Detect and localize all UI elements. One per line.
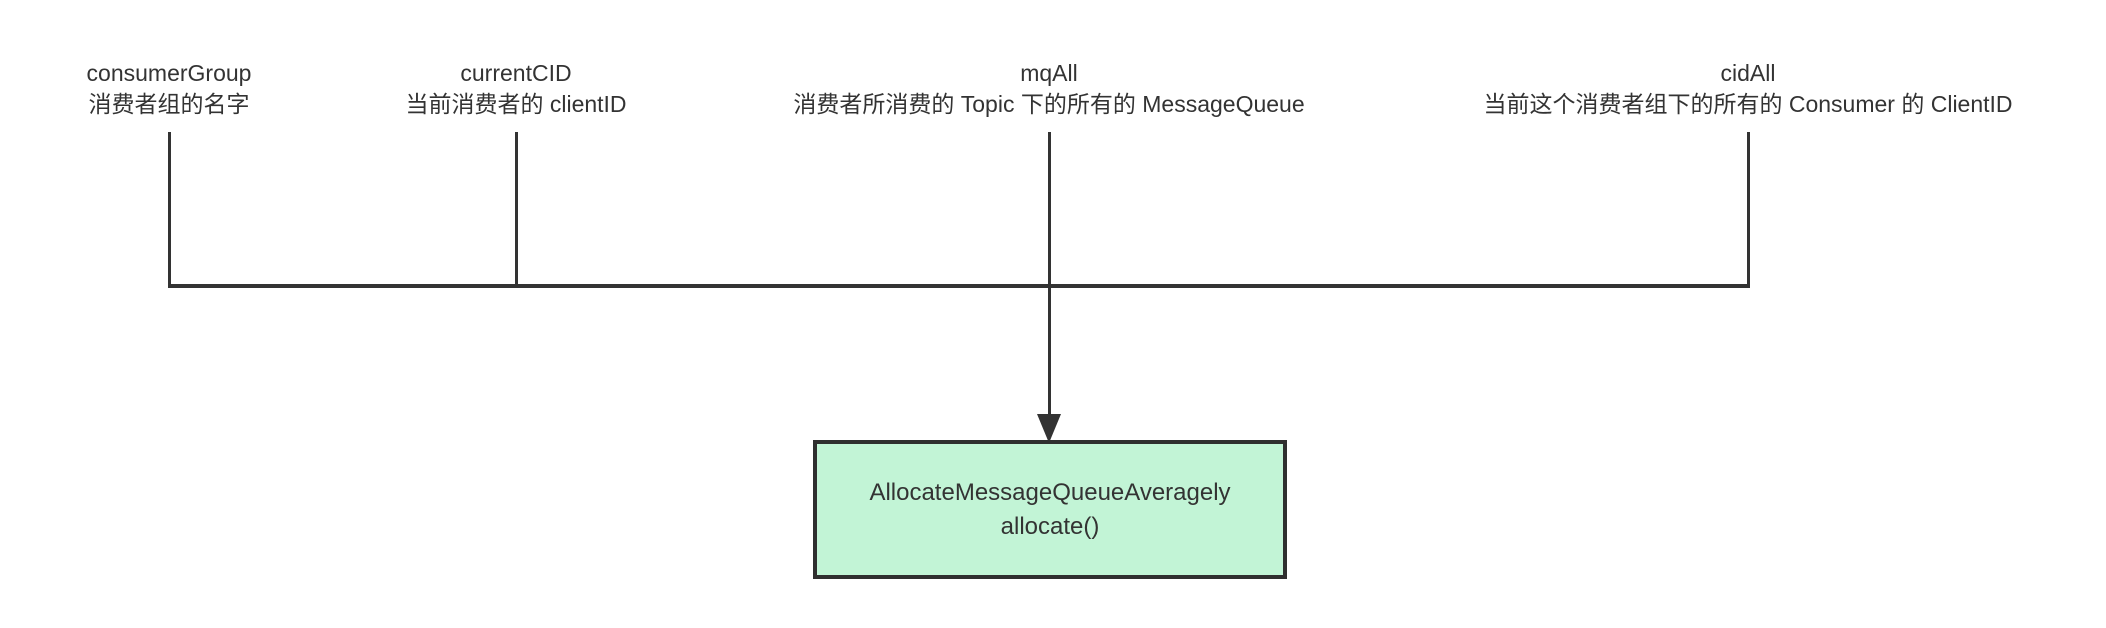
param-label-mqall: mqAll 消费者所消费的 Topic 下的所有的 MessageQueue (793, 58, 1304, 120)
param-desc-currentcid: 当前消费者的 clientID (405, 91, 627, 117)
param-label-currentcid: currentCID 当前消费者的 clientID (405, 58, 626, 120)
arrowhead-down-icon (1037, 414, 1061, 443)
connector-cidall (1746, 132, 1750, 286)
param-name-consumergroup: consumerGroup (86, 60, 252, 86)
connector-bus (167, 284, 1750, 288)
param-desc-mqall: 消费者所消费的 Topic 下的所有的 MessageQueue (793, 91, 1305, 117)
arrow-stem (1047, 288, 1051, 416)
param-name-cidall: cidAll (1720, 60, 1776, 86)
param-desc-consumergroup: 消费者组的名字 (88, 91, 250, 117)
param-desc-cidall: 当前这个消费者组下的所有的 Consumer 的 ClientID (1483, 91, 2013, 117)
connector-consumergroup (167, 132, 171, 286)
allocate-box-class-name: AllocateMessageQueueAveragely (869, 478, 1231, 506)
connector-mqall (1047, 132, 1051, 286)
param-name-currentcid: currentCID (460, 60, 572, 86)
allocate-box: AllocateMessageQueueAveragely allocate() (813, 440, 1287, 579)
allocate-box-method-name: allocate() (1000, 512, 1100, 540)
param-label-consumergroup: consumerGroup 消费者组的名字 (87, 58, 252, 120)
param-name-mqall: mqAll (1020, 60, 1078, 86)
param-label-cidall: cidAll 当前这个消费者组下的所有的 Consumer 的 ClientID (1483, 58, 2012, 120)
connector-currentcid (514, 132, 518, 286)
